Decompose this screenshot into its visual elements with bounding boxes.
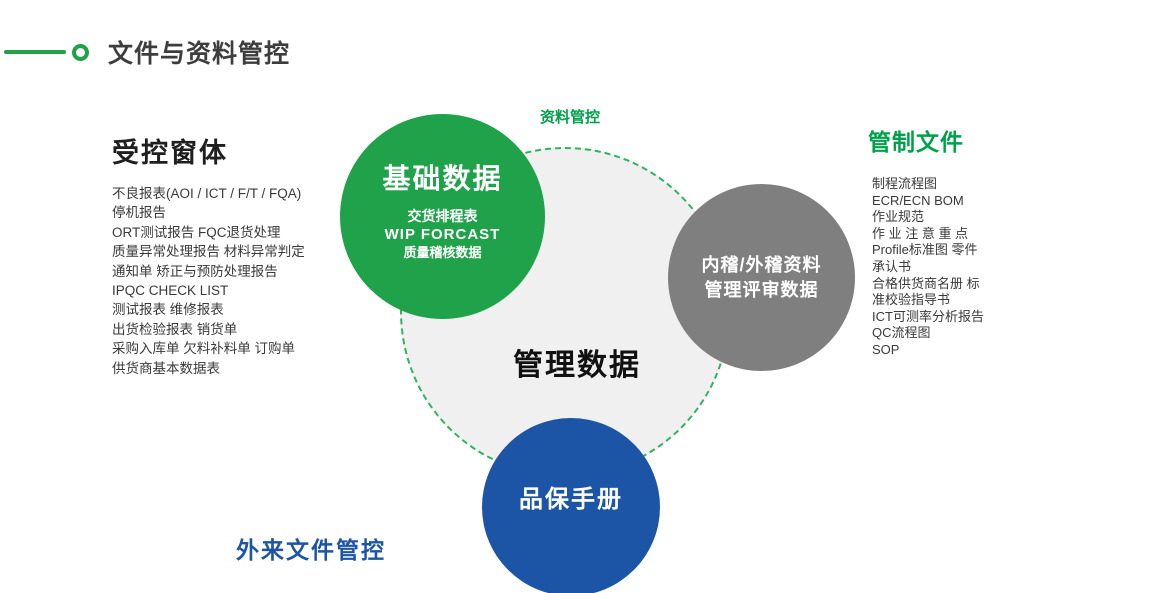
page-title: 文件与资料管控 [108,39,291,68]
accent-line [4,50,66,54]
quality-manual-circle: 品保手册 [482,418,660,593]
basic-data-line: WIP FORCAST [384,226,501,243]
list-item: 采购入库单 欠料补料单 订购单 [112,341,296,357]
list-item: ORT测试报告 FQC退货处理 [112,224,281,240]
audit-data-circle: 内稽/外稽资料 管理评审数据 [668,184,855,371]
basic-data-line: 交货排程表 [407,208,478,224]
quality-manual-title: 品保手册 [519,483,623,513]
management-data-label: 管理数据 [513,348,641,383]
list-item: 合格供货商名册 标 [872,275,980,291]
audit-data-line: 内稽/外稽资料 [701,254,822,275]
list-item: ECR/ECN BOM [872,192,964,208]
list-item: 准校验指导书 [872,292,951,308]
list-item: 供货商基本数据表 [112,360,220,376]
accent-ring-icon [72,44,89,61]
list-item: 作业规范 [872,209,925,225]
list-item: Profile标准图 零件 [872,242,978,258]
list-item: QC流程图 [872,325,931,341]
list-item: 不良报表(AOI / ICT / F/T / FQA) [112,186,302,201]
list-item: 测试报表 维修报表 [112,302,224,318]
list-item: 出货检验报表 销货单 [112,321,238,337]
list-item: 停机报告 [112,205,166,221]
audit-data-line: 管理评审数据 [704,279,819,300]
left-panel-heading: 受控窗体 [112,138,228,169]
list-item: 作 业 注 意 重 点 [872,225,969,241]
basic-data-circle: 基础数据 交货排程表 WIP FORCAST 质量稽核数据 [340,114,545,319]
right-panel-heading: 管制文件 [868,129,964,156]
list-item: SOP [872,341,900,357]
list-item: 质量异常处理报告 材料异常判定 [112,244,305,260]
basic-data-line: 质量稽核数据 [403,245,482,260]
controlled-forms-list: 不良报表(AOI / ICT / F/T / FQA) 停机报告 ORT测试报告… [112,184,305,378]
list-item: 承认书 [872,258,912,274]
data-control-label: 资料管控 [540,109,601,126]
list-item: IPQC CHECK LIST [112,283,229,299]
controlled-documents-list: 制程流程图 ECR/ECN BOM 作业规范 作 业 注 意 重 点 Profi… [872,176,984,359]
list-item: ICT可测率分析报告 [872,308,984,324]
external-documents-label: 外来文件管控 [236,537,386,564]
basic-data-title: 基础数据 [382,162,503,195]
list-item: 制程流程图 [872,176,938,191]
list-item: 通知单 矫正与预防处理报告 [112,263,278,279]
